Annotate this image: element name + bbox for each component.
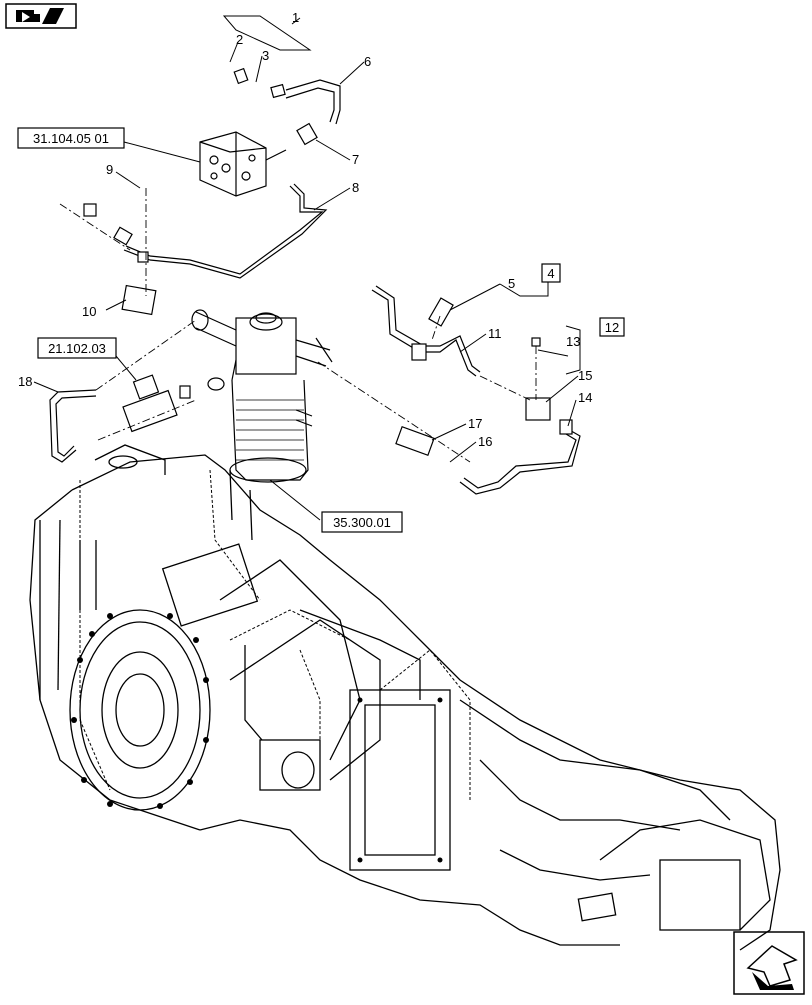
callout-11[interactable]: 11	[488, 326, 502, 341]
callout-7[interactable]: 7	[352, 152, 359, 167]
callout-18[interactable]: 18	[18, 374, 32, 389]
callout-6[interactable]: 6	[364, 54, 371, 69]
valve-block	[199, 131, 287, 197]
housing-hidden-lines	[79, 469, 471, 800]
hoses-and-pipes	[49, 79, 581, 495]
callout-17[interactable]: 17	[468, 416, 482, 431]
housing-bolts	[71, 613, 443, 863]
fittings	[83, 67, 573, 457]
book-arrow-icon[interactable]	[5, 3, 77, 29]
callout-8[interactable]: 8	[352, 180, 359, 195]
callout-14[interactable]: 14	[578, 390, 592, 405]
ref-label: 35.300.01	[333, 515, 391, 530]
callout-15[interactable]: 15	[578, 368, 592, 383]
callout-16[interactable]: 16	[478, 434, 492, 449]
callout-13[interactable]: 13	[566, 334, 580, 349]
callout-9[interactable]: 9	[106, 162, 113, 177]
callout-box-4[interactable]: 4	[541, 263, 561, 283]
ref-box-35-300-01[interactable]: 35.300.01	[321, 511, 403, 533]
callout-5[interactable]: 5	[508, 276, 515, 291]
assembly-center-lines	[59, 188, 537, 463]
callout-1[interactable]: 1	[292, 10, 299, 25]
ref-label: 21.102.03	[48, 341, 106, 356]
ref-box-21-102-03[interactable]: 21.102.03	[37, 337, 117, 359]
filter-housing	[191, 309, 333, 483]
transmission-housing	[29, 444, 781, 951]
callout-numbers: 1 2 3 5 6 7 8 9 10 11 13 14 15 16 17 18	[18, 10, 592, 449]
ref-box-31-104-05-01[interactable]: 31.104.05 01	[17, 127, 125, 149]
leader-lines	[33, 15, 581, 521]
callout-box-12[interactable]: 12	[599, 317, 625, 337]
callout-3[interactable]: 3	[262, 48, 269, 63]
callout-2[interactable]: 2	[236, 32, 243, 47]
next-page-arrow-icon[interactable]	[733, 931, 805, 995]
callout-number: 12	[605, 320, 619, 335]
callout-10[interactable]: 10	[82, 304, 96, 319]
callout-number: 4	[547, 266, 554, 281]
ref-label: 31.104.05 01	[33, 131, 109, 146]
